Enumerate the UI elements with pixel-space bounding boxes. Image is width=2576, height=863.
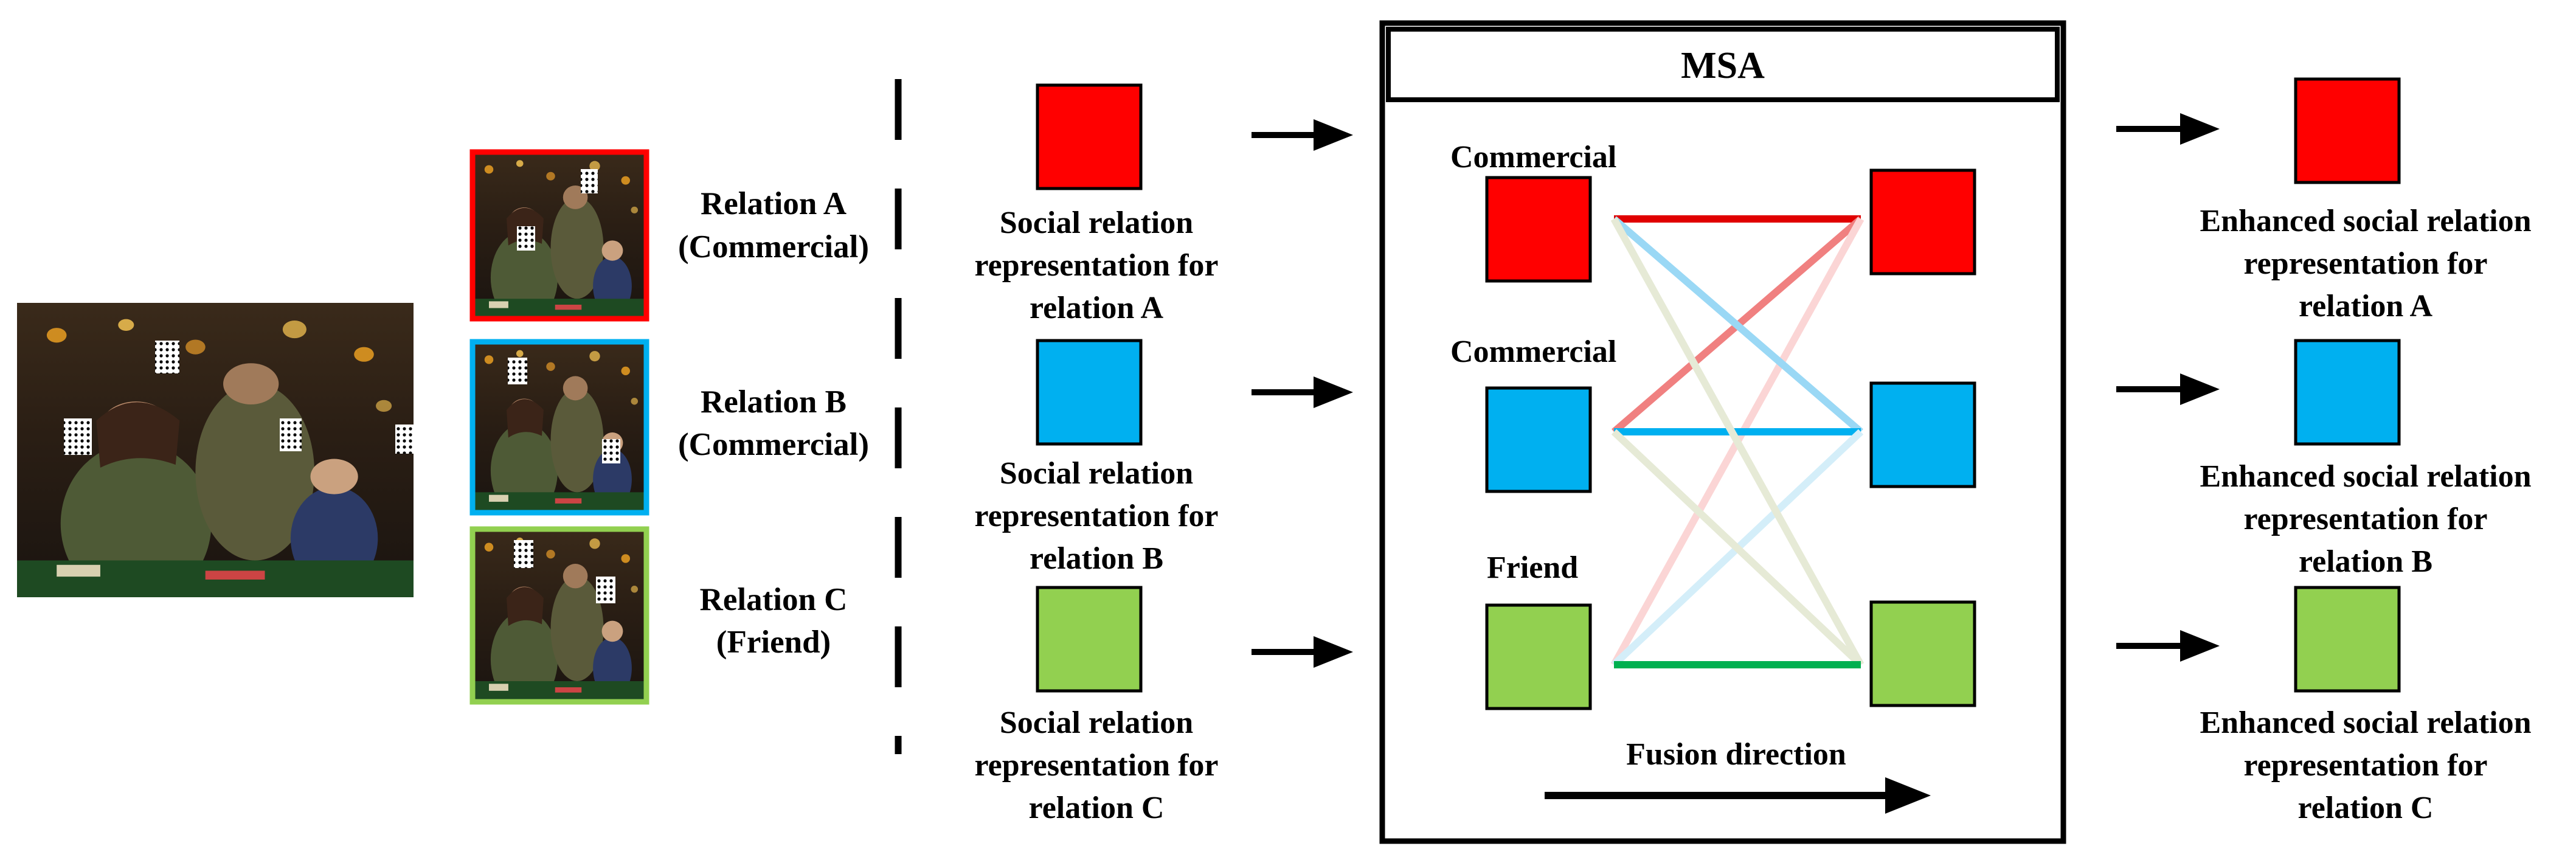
- msa-input-square-a: [1485, 176, 1592, 283]
- msa-output-square-c: [1869, 600, 1976, 707]
- arrow-right-icon: [1314, 636, 1353, 668]
- scene-image: [17, 303, 414, 597]
- representation-c-square: [1036, 586, 1143, 693]
- face-mask-icon: [155, 341, 179, 373]
- msa-input-square-c: [1485, 603, 1592, 710]
- face-mask-icon: [395, 425, 414, 454]
- fusion-arrow-icon: [1885, 777, 1931, 814]
- enhanced-a-label-3: relation A: [2299, 289, 2432, 324]
- relation-c-type: (Friend): [716, 625, 831, 660]
- arrow-right-icon: [2180, 630, 2220, 662]
- enhanced-b-square: [2294, 339, 2401, 446]
- enhanced-a-label-1: Enhanced social relation: [2200, 204, 2531, 238]
- arrow-right-icon: [2180, 373, 2220, 405]
- msa-title: MSA: [1681, 45, 1765, 86]
- msa-label-c: Friend: [1487, 550, 1578, 585]
- relation-thumbnail-c: [469, 526, 649, 705]
- representation-a-label-3: relation A: [1030, 291, 1163, 325]
- enhanced-b-label-3: relation B: [2299, 544, 2432, 579]
- representation-a-square: [1036, 83, 1143, 190]
- representation-c-label-2: representation for: [975, 748, 1219, 783]
- representation-b-label-1: Social relation: [1000, 456, 1193, 491]
- output-arrows: [2116, 113, 2220, 662]
- representation-c-label-1: Social relation: [1000, 705, 1193, 740]
- face-mask-icon: [64, 418, 92, 455]
- enhanced-c-square: [2294, 586, 2401, 693]
- enhanced-b-label-1: Enhanced social relation: [2200, 459, 2531, 494]
- enhanced-c-label-1: Enhanced social relation: [2200, 705, 2531, 740]
- relation-b-type: (Commercial): [678, 427, 869, 462]
- arrow-right-icon: [2180, 113, 2220, 145]
- representation-c-label-3: relation C: [1029, 791, 1165, 825]
- relation-a-name: Relation A: [701, 186, 847, 221]
- msa-module: MSA Commercial Commercial Friend Fusion …: [1379, 20, 2066, 844]
- relation-a-type: (Commercial): [678, 229, 869, 265]
- msa-label-a: Commercial: [1450, 140, 1616, 175]
- relation-thumbnail-a: [469, 149, 649, 322]
- enhanced-a-square: [2294, 77, 2401, 184]
- msa-output-square-a: [1869, 168, 1976, 276]
- representation-a-label-1: Social relation: [1000, 206, 1193, 240]
- enhanced-b-label-2: representation for: [2244, 502, 2488, 536]
- representation-b-label-3: relation B: [1030, 541, 1163, 576]
- msa-label-b: Commercial: [1450, 334, 1616, 369]
- msa-output-square-b: [1869, 381, 1976, 488]
- representation-b-label-2: representation for: [975, 499, 1219, 533]
- relation-b-name: Relation B: [701, 384, 847, 420]
- msa-input-square-b: [1485, 386, 1592, 493]
- attention-lines: [1610, 215, 1864, 668]
- representation-a-label-2: representation for: [975, 248, 1219, 283]
- enhanced-a-label-2: representation for: [2244, 246, 2488, 281]
- face-mask-icon: [280, 418, 302, 451]
- arrow-right-icon: [1314, 376, 1353, 408]
- input-arrows: [1252, 119, 1353, 668]
- fusion-direction-label: Fusion direction: [1626, 737, 1846, 772]
- enhanced-c-label-3: relation C: [2298, 791, 2434, 825]
- relation-thumbnail-b: [469, 339, 649, 516]
- relation-c-name: Relation C: [700, 582, 848, 617]
- enhanced-c-label-2: representation for: [2244, 748, 2488, 783]
- representation-b-square: [1036, 339, 1143, 446]
- arrow-right-icon: [1314, 119, 1353, 151]
